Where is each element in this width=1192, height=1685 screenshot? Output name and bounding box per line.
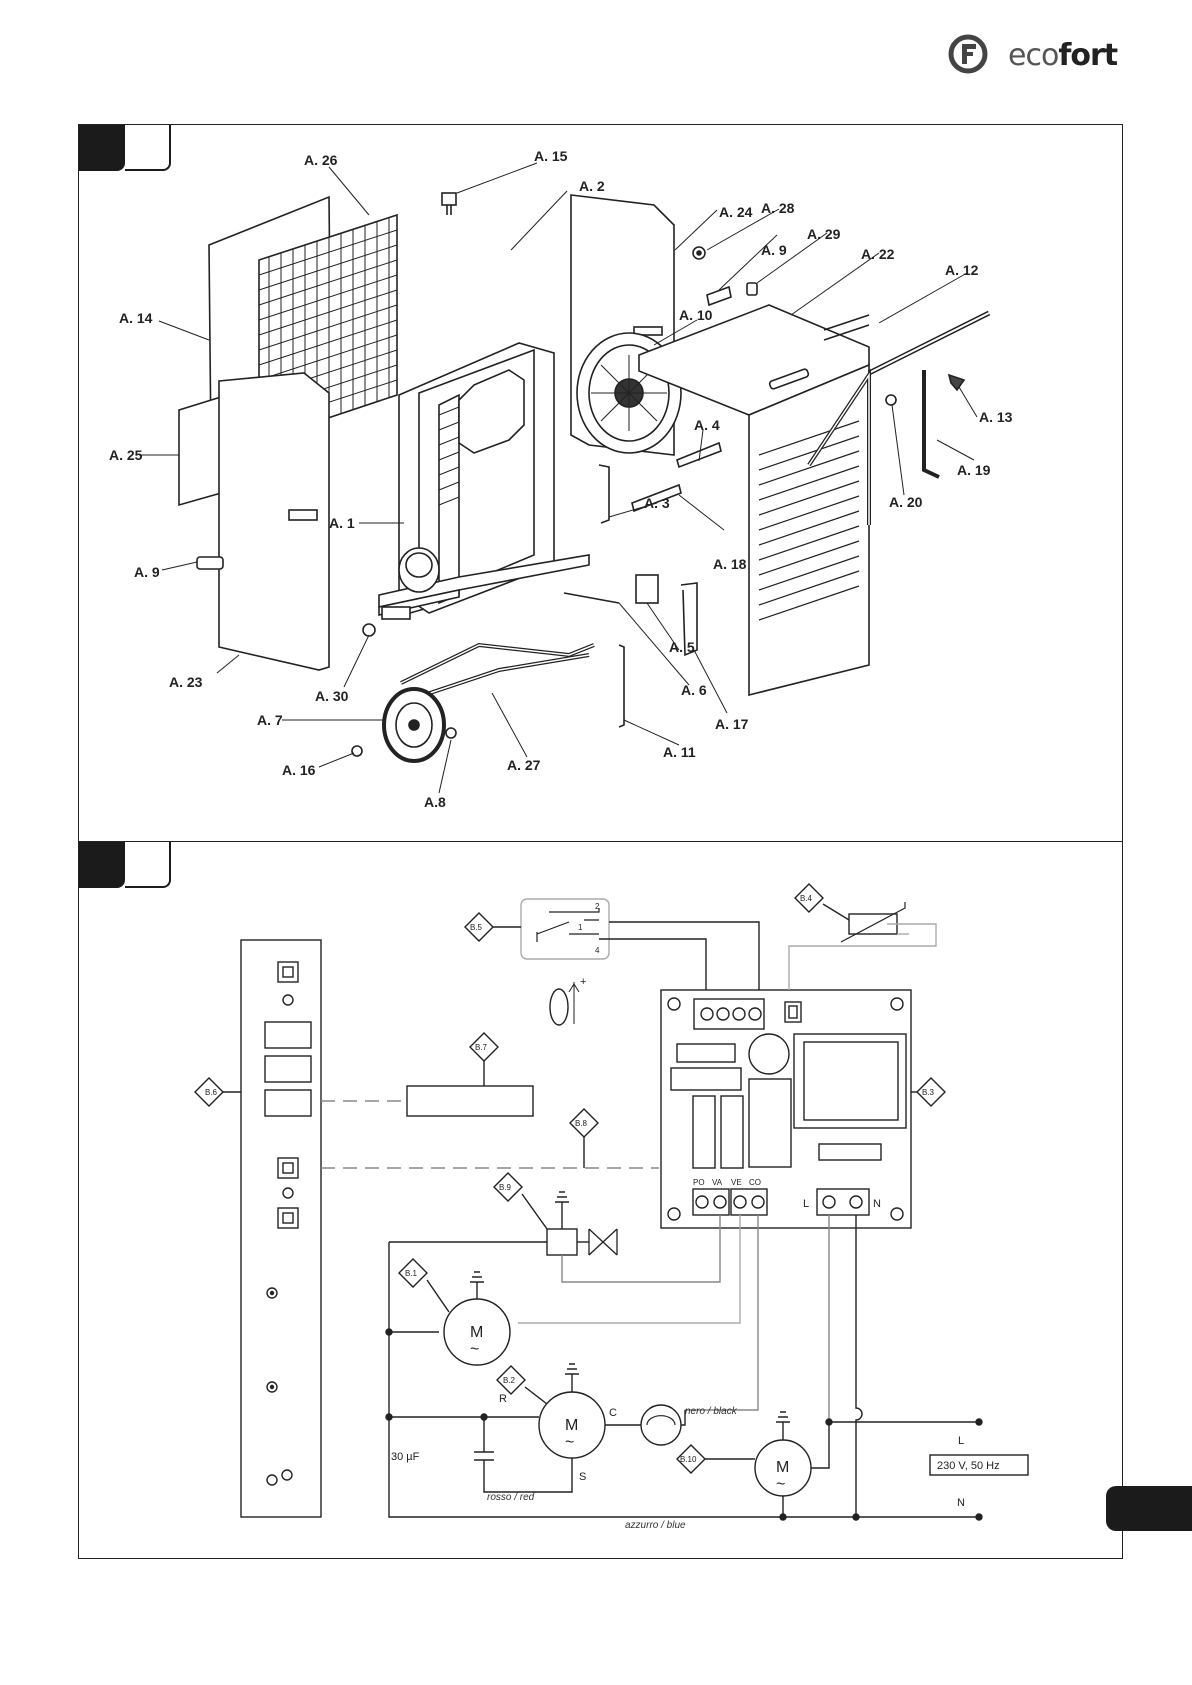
ecofort-logo-icon bbox=[948, 34, 988, 74]
tag-b4: B.4 bbox=[800, 894, 813, 903]
compressor-motor-tilde: ~ bbox=[565, 1434, 574, 1451]
label-a3: A. 3 bbox=[644, 495, 670, 511]
capacitor-value: 30 µF bbox=[391, 1451, 420, 1463]
section-tab-dark bbox=[79, 842, 125, 888]
page-number-tab bbox=[1106, 1486, 1192, 1531]
label-a5: A. 5 bbox=[669, 639, 695, 655]
label-a27: A. 27 bbox=[507, 757, 541, 773]
aux-motor-tilde: ~ bbox=[776, 1476, 785, 1493]
tag-b10: B.10 bbox=[680, 1455, 697, 1464]
label-a7: A. 7 bbox=[257, 712, 283, 728]
brand-name-suffix: fort bbox=[1058, 38, 1118, 73]
float-plus-sign: + bbox=[580, 976, 586, 988]
label-a16: A. 16 bbox=[282, 762, 316, 778]
label-a22: A. 22 bbox=[861, 246, 895, 262]
tag-b8: B.8 bbox=[575, 1119, 588, 1128]
tag-b5: B.5 bbox=[470, 923, 483, 932]
ecofort-logo: ecofort bbox=[948, 34, 1128, 80]
brand-name-prefix: eco bbox=[1008, 38, 1059, 73]
aux-motor-m: M bbox=[776, 1459, 789, 1476]
fan-motor-m: M bbox=[470, 1324, 483, 1341]
exploded-view-drawing: A. 26 A. 15 A. 2 A. 24 A. 28 A. 9 A. 29 … bbox=[109, 148, 1013, 810]
label-a18: A. 18 bbox=[713, 556, 747, 572]
label-a19: A. 19 bbox=[957, 462, 991, 478]
label-a13: A. 13 bbox=[979, 409, 1013, 425]
tag-b9: B.9 bbox=[499, 1183, 512, 1192]
tag-b2: B.2 bbox=[503, 1376, 516, 1385]
compressor-pin-c: C bbox=[609, 1407, 617, 1419]
label-a25: A. 25 bbox=[109, 447, 143, 463]
exploded-view-panel: A. 26 A. 15 A. 2 A. 24 A. 28 A. 9 A. 29 … bbox=[78, 124, 1123, 842]
terminal-va: VA bbox=[712, 1178, 723, 1187]
label-a24: A. 24 bbox=[719, 204, 753, 220]
switch-pin-4: 4 bbox=[595, 946, 600, 955]
supply-neutral-n: N bbox=[957, 1497, 965, 1509]
label-a17: A. 17 bbox=[715, 716, 749, 732]
fan-motor-tilde: ~ bbox=[470, 1341, 479, 1358]
compressor-motor-m: M bbox=[565, 1417, 578, 1434]
label-a2: A. 2 bbox=[579, 178, 605, 194]
label-a15: A. 15 bbox=[534, 148, 568, 164]
wiring-diagram-drawing: B.6 B.7 B.8 B.9 B.1 B.2 B.10 B.5 B.4 B.3… bbox=[194, 883, 1029, 1531]
label-a12: A. 12 bbox=[945, 262, 979, 278]
label-a26: A. 26 bbox=[304, 152, 338, 168]
control-panel-strip bbox=[240, 939, 322, 1518]
tag-b6: B.6 bbox=[205, 1088, 218, 1097]
section-tab-light bbox=[125, 125, 171, 171]
switch-pin-2: 2 bbox=[595, 902, 600, 911]
brand-name: ecofort bbox=[1008, 38, 1118, 73]
label-a14: A. 14 bbox=[119, 310, 153, 326]
compressor-pin-r: R bbox=[499, 1393, 507, 1405]
switch-pin-1: 1 bbox=[578, 923, 583, 932]
terminal-ve: VE bbox=[731, 1178, 742, 1187]
label-a10: A. 10 bbox=[679, 307, 713, 323]
board-terminal-n: N bbox=[873, 1198, 881, 1210]
tag-b1: B.1 bbox=[405, 1269, 418, 1278]
wire-label-black: nero / black bbox=[685, 1406, 738, 1417]
terminal-po: PO bbox=[693, 1178, 705, 1187]
label-a9: A. 9 bbox=[134, 564, 160, 580]
label-a29: A. 29 bbox=[807, 226, 841, 242]
terminal-co: CO bbox=[749, 1178, 761, 1187]
supply-line-l: L bbox=[958, 1435, 964, 1447]
supply-rating: 230 V, 50 Hz bbox=[937, 1460, 1000, 1472]
wiring-diagram-panel: B.6 B.7 B.8 B.9 B.1 B.2 B.10 B.5 B.4 B.3… bbox=[78, 842, 1123, 1559]
label-a4: A. 4 bbox=[694, 417, 720, 433]
tag-b7: B.7 bbox=[475, 1043, 488, 1052]
wire-label-red: rosso / red bbox=[487, 1492, 535, 1503]
label-a20: A. 20 bbox=[889, 494, 923, 510]
wire-label-blue: azzurro / blue bbox=[625, 1520, 686, 1531]
label-a23: A. 23 bbox=[169, 674, 203, 690]
label-a28: A. 28 bbox=[761, 200, 795, 216]
board-terminal-l: L bbox=[803, 1198, 809, 1210]
compressor-pin-s: S bbox=[579, 1471, 586, 1483]
label-a30: A. 30 bbox=[315, 688, 349, 704]
tag-b3: B.3 bbox=[922, 1088, 935, 1097]
label-a11: A. 11 bbox=[663, 744, 696, 760]
label-a8: A.8 bbox=[424, 794, 446, 810]
label-a1: A. 1 bbox=[329, 515, 355, 531]
section-tab-light bbox=[125, 842, 171, 888]
section-tab-dark bbox=[79, 125, 125, 171]
label-a6: A. 6 bbox=[681, 682, 707, 698]
label-a9-small: A. 9 bbox=[761, 242, 787, 258]
